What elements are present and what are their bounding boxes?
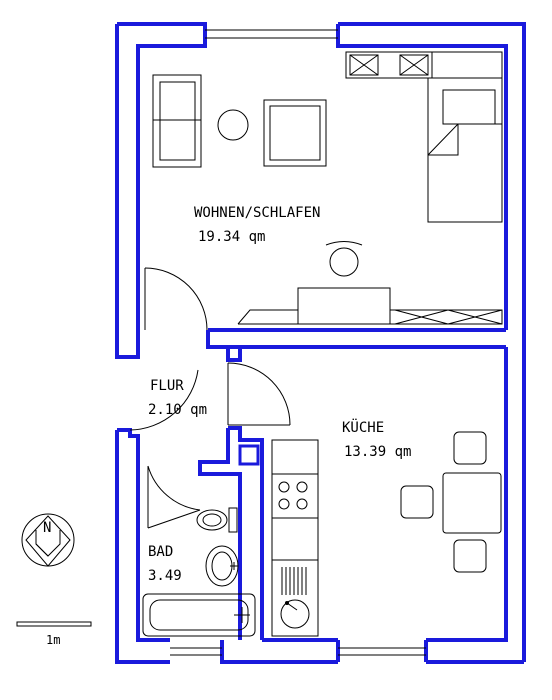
washbasin-icon: [205, 545, 239, 587]
bathtub-icon: [142, 593, 256, 637]
room-name-bad: BAD: [148, 544, 173, 560]
dining-table: [400, 431, 502, 573]
toilet-icon: [196, 507, 238, 533]
side-table: [217, 109, 249, 141]
windows: [170, 29, 426, 656]
sofa: [152, 74, 202, 168]
north-arrow-icon: N: [21, 513, 75, 567]
room-name-flur: FLUR: [150, 378, 184, 394]
drain-board: [281, 567, 307, 595]
bed: [427, 77, 503, 223]
kitchen-counter: [271, 439, 319, 637]
doors: [129, 267, 291, 529]
room-name-kueche: KÜCHE: [342, 418, 384, 436]
room-area-wohnen: 19.34 qm: [198, 229, 265, 245]
room-area-flur: 2.10 qm: [148, 402, 207, 418]
room-area-bad: 3.49: [148, 568, 182, 584]
scale-label: 1m: [46, 633, 60, 647]
desk-chair: [325, 241, 363, 277]
sink-icon: [280, 599, 310, 629]
compass-letter: N: [43, 520, 51, 536]
room-area-kueche: 13.39 qm: [344, 444, 411, 460]
desk-and-shelf: [237, 287, 503, 325]
wardrobe: [345, 51, 503, 79]
armchair: [263, 99, 327, 167]
interior-walls: [198, 328, 506, 640]
room-name-wohnen: WOHNEN/SCHLAFEN: [194, 205, 320, 221]
stove-icon: [278, 481, 308, 510]
exterior-walls: [115, 22, 526, 664]
scale-bar: 1m: [16, 621, 92, 647]
